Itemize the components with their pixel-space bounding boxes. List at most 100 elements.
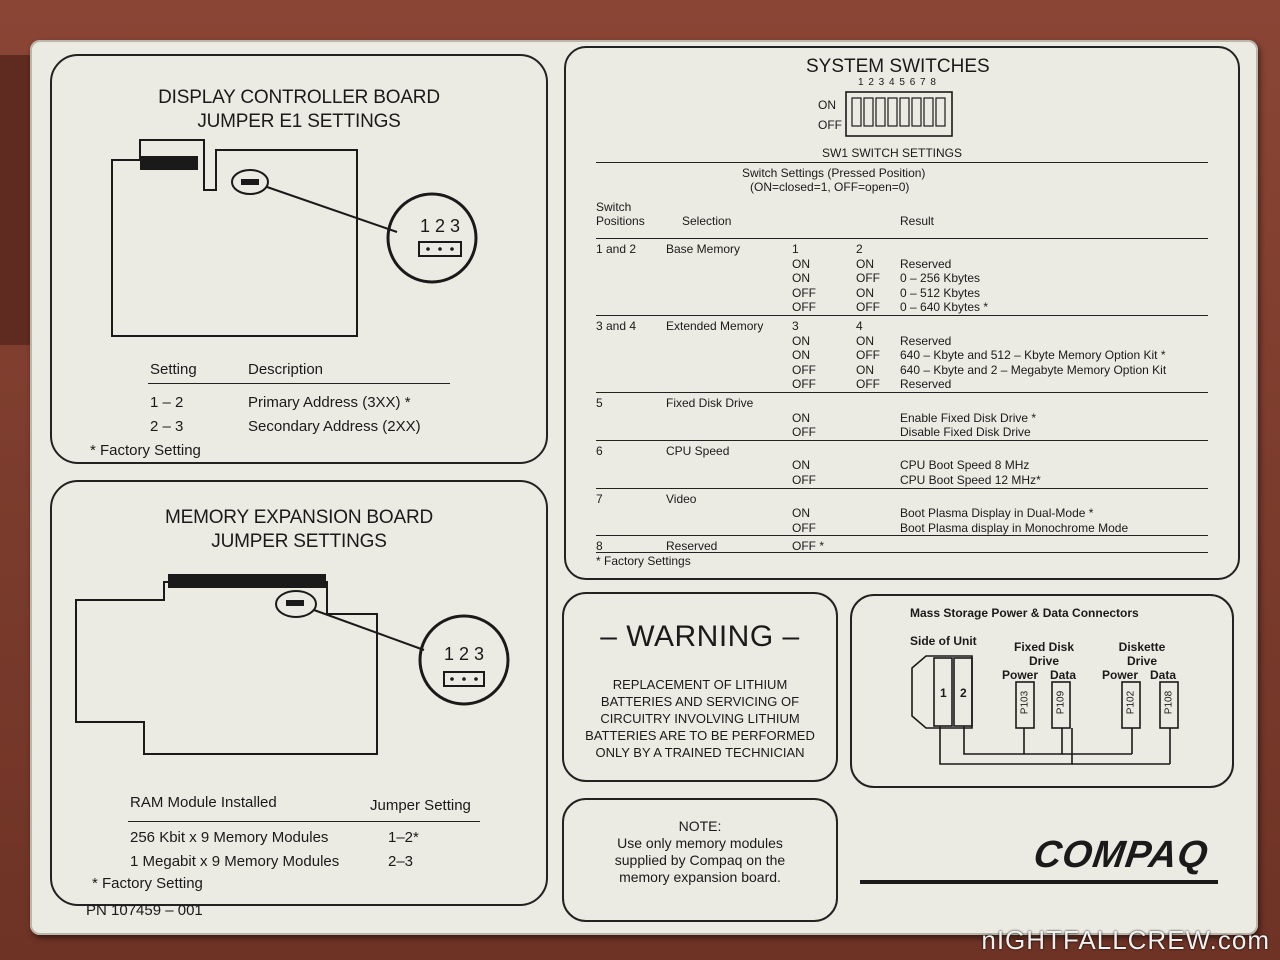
col-result-header: Result: [900, 214, 935, 228]
sw1-heading: SW1 SWITCH SETTINGS: [822, 146, 963, 160]
switch-col-number: 1: [792, 242, 799, 256]
jumper-pin-numbers: 1 2 3: [420, 216, 461, 236]
switch-col-number: 4: [856, 319, 863, 333]
warning-line: BATTERIES ARE TO BE PERFORMED: [585, 728, 815, 743]
compaq-logo: COMPAQ: [1031, 834, 1212, 876]
col-setting-header: Setting: [150, 361, 197, 378]
switch-result: 640 – Kbyte and 512 – Kbyte Memory Optio…: [900, 348, 1166, 363]
switch-result: Reserved: [900, 377, 952, 392]
switch-state: OFF: [792, 285, 816, 300]
title-line: JUMPER SETTINGS: [211, 531, 387, 552]
switch-state: OFF: [856, 300, 880, 315]
data-label: Data: [1150, 668, 1177, 682]
power-label: Power: [1002, 668, 1039, 682]
switch-state: OFF: [856, 348, 880, 363]
switch-result: 0 – 640 Kbytes *: [900, 300, 989, 315]
switch-positions: 1 and 2: [596, 242, 637, 256]
note-line: supplied by Compaq on the: [614, 852, 786, 868]
factory-footnote: * Factory Setting: [92, 875, 203, 892]
switch-state: OFF: [792, 425, 816, 440]
dip-switch-toggle: [935, 97, 946, 127]
p102-label: P102: [1125, 690, 1137, 715]
switch-state: OFF: [792, 362, 816, 377]
dip-switch-toggle: [887, 97, 898, 127]
switch-selection: Base Memory: [666, 242, 741, 256]
p108-label: P108: [1163, 690, 1175, 715]
switch-state: OFF: [792, 300, 816, 315]
watermark: nIGHTFALLCREW.com: [981, 925, 1270, 955]
switch-state: OFF: [792, 377, 816, 392]
switch-result: 0 – 256 Kbytes: [900, 271, 981, 286]
description-value: Primary Address (3XX) *: [248, 394, 411, 411]
switch-selection: Fixed Disk Drive: [666, 396, 754, 410]
switch-result: Disable Fixed Disk Drive: [900, 425, 1031, 440]
slot-2-label: 2: [960, 686, 967, 700]
system-switches-panel: SYSTEM SWITCHES 1 2 3 4 5 6 7 8 ON OFF S…: [564, 46, 1240, 580]
switch-result: Reserved: [900, 256, 952, 271]
switch-positions: 3 and 4: [596, 319, 637, 333]
warning-panel: – WARNING – REPLACEMENT OF LITHIUM BATTE…: [562, 592, 838, 782]
switch-selection: Video: [666, 491, 697, 506]
switch-state: ON: [792, 333, 810, 348]
display-board-panel: DISPLAY CONTROLLER BOARD JUMPER E1 SETTI…: [50, 54, 548, 464]
module-value: 256 Kbit x 9 Memory Modules: [130, 829, 329, 846]
slot-1-label: 1: [940, 686, 947, 700]
note-line: Use only memory modules: [617, 835, 783, 851]
switch-positions: 5: [596, 396, 603, 410]
description-value: Secondary Address (2XX): [248, 418, 421, 435]
factory-footnote: * Factory Setting: [90, 442, 201, 459]
factory-footnote: * Factory Settings: [596, 554, 691, 568]
switch-col-number: 2: [856, 242, 863, 256]
part-number: PN 107459 – 001: [86, 902, 203, 919]
jumper-pin-numbers: 1 2 3: [444, 644, 485, 664]
switch-result: CPU Boot Speed 12 MHz*: [900, 473, 1041, 487]
switch-result: Boot Plasma Display in Dual-Mode *: [900, 506, 1094, 521]
setting-value: 1 – 2: [150, 394, 184, 411]
setting-value: 2 – 3: [150, 418, 184, 435]
switch-state: ON: [792, 506, 810, 521]
dip-switch-toggle: [923, 97, 934, 127]
memory-board-panel: MEMORY EXPANSION BOARD JUMPER SETTINGS 1…: [50, 480, 548, 906]
switch-selection: Reserved: [666, 539, 718, 554]
connector-diagram: [911, 655, 1179, 765]
side-of-unit-label: Side of Unit: [910, 634, 977, 648]
jumper-value: 2–3: [388, 853, 414, 870]
switch-result: 0 – 512 Kbytes: [900, 285, 981, 300]
note-heading: NOTE:: [678, 818, 722, 834]
col-description-header: Description: [248, 361, 324, 378]
switch-inline-value: OFF *: [792, 539, 824, 554]
power-label: Power: [1102, 668, 1139, 682]
switch-state: ON: [792, 271, 810, 286]
switch-numbers: 1 2 3 4 5 6 7 8: [858, 77, 937, 88]
switch-result: Reserved: [900, 333, 952, 348]
on-label: ON: [818, 98, 836, 112]
note-text: NOTE: Use only memory modules supplied b…: [564, 818, 836, 886]
switch-state: ON: [792, 348, 810, 363]
warning-text: REPLACEMENT OF LITHIUM BATTERIES AND SER…: [564, 676, 836, 761]
switch-state: OFF: [856, 377, 880, 392]
switch-state: ON: [856, 333, 874, 348]
warning-line: CIRCUITRY INVOLVING LITHIUM: [600, 711, 800, 726]
switch-positions: 8: [596, 539, 603, 554]
display-board-diagram: [111, 139, 478, 337]
warning-heading: – WARNING –: [600, 620, 800, 653]
warning-line: REPLACEMENT OF LITHIUM: [612, 677, 788, 692]
switch-col-number: 3: [792, 319, 799, 333]
p109-label: P109: [1055, 690, 1067, 715]
dip-switch-toggle: [875, 97, 886, 127]
switch-state: OFF: [792, 473, 816, 487]
label-sheet: DISPLAY CONTROLLER BOARD JUMPER E1 SETTI…: [30, 40, 1258, 935]
switch-result: 640 – Kbyte and 2 – Megabyte Memory Opti…: [900, 362, 1167, 377]
dip-switch-toggle: [899, 97, 910, 127]
memory-board-diagram: [75, 574, 510, 755]
switch-selection: Extended Memory: [666, 319, 764, 333]
connectors-title: Mass Storage Power & Data Connectors: [910, 606, 1139, 620]
display-board-title: DISPLAY CONTROLLER BOARD JUMPER E1 SETTI…: [52, 86, 546, 134]
switch-state: ON: [792, 410, 810, 425]
dip-switch-icon: [845, 91, 953, 137]
fixed-disk-label: Fixed Disk Drive: [1013, 640, 1075, 668]
col-jumper-header: Jumper Setting: [370, 797, 471, 814]
switch-result: CPU Boot Speed 8 MHz: [900, 458, 1030, 473]
edge-connector: [140, 156, 198, 170]
switch-state: OFF: [856, 271, 880, 286]
